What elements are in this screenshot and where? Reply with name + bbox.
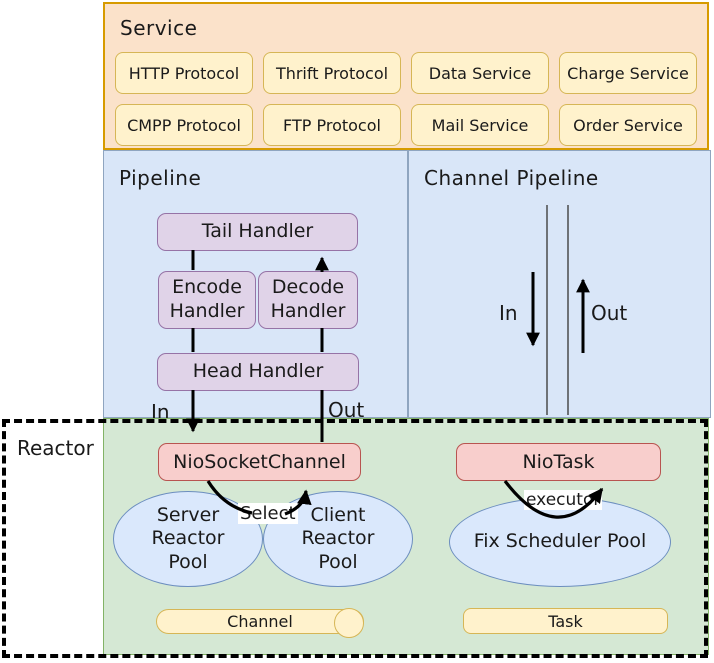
service-title: Service [120, 16, 198, 40]
task-pill: Task [463, 608, 668, 634]
decode-handler-box: Decode Handler [258, 271, 358, 329]
channel-pill-circle [334, 608, 364, 638]
server-reactor-pool-label: Server Reactor Pool [151, 504, 225, 573]
channel-pill: Channel [156, 608, 364, 638]
channel-pipeline-in-label: In [499, 301, 518, 325]
service-box-data-service: Data Service [411, 52, 549, 94]
service-box-cmpp-protocol: CMPP Protocol [115, 104, 253, 146]
service-box-http-protocol: HTTP Protocol [115, 52, 253, 94]
service-box-ftp-protocol: FTP Protocol [263, 104, 401, 146]
service-section: Service HTTP Protocol Thrift Protocol Da… [103, 2, 709, 150]
reactor-dashed-border [2, 419, 708, 658]
select-label: Select [238, 503, 298, 524]
channel-pill-label: Channel [227, 612, 293, 631]
service-row-1: HTTP Protocol Thrift Protocol Data Servi… [115, 52, 697, 94]
encode-handler-box: Encode Handler [158, 271, 256, 329]
task-pill-label: Task [548, 611, 583, 631]
service-box-order-service: Order Service [559, 104, 697, 146]
pipeline-title: Pipeline [119, 166, 202, 190]
client-reactor-pool-label: Client Reactor Pool [301, 504, 375, 573]
channel-pipeline-title: Channel Pipeline [424, 166, 599, 190]
nio-socket-channel-box: NioSocketChannel [158, 443, 361, 481]
service-row-2: CMPP Protocol FTP Protocol Mail Service … [115, 104, 697, 146]
service-box-thrift-protocol: Thrift Protocol [263, 52, 401, 94]
service-box-charge-service: Charge Service [559, 52, 697, 94]
tail-handler-box: Tail Handler [157, 213, 358, 251]
channel-pipeline-section: Channel Pipeline In Out [408, 150, 711, 418]
service-box-mail-service: Mail Service [411, 104, 549, 146]
head-handler-box: Head Handler [157, 353, 359, 391]
pipeline-section: Pipeline Tail Handler Encode Handler Dec… [103, 150, 408, 424]
reactor-title: Reactor [17, 436, 94, 460]
channel-pipeline-out-label: Out [591, 301, 628, 325]
nio-task-box: NioTask [456, 443, 661, 481]
fix-scheduler-pool-label: Fix Scheduler Pool [473, 530, 647, 553]
